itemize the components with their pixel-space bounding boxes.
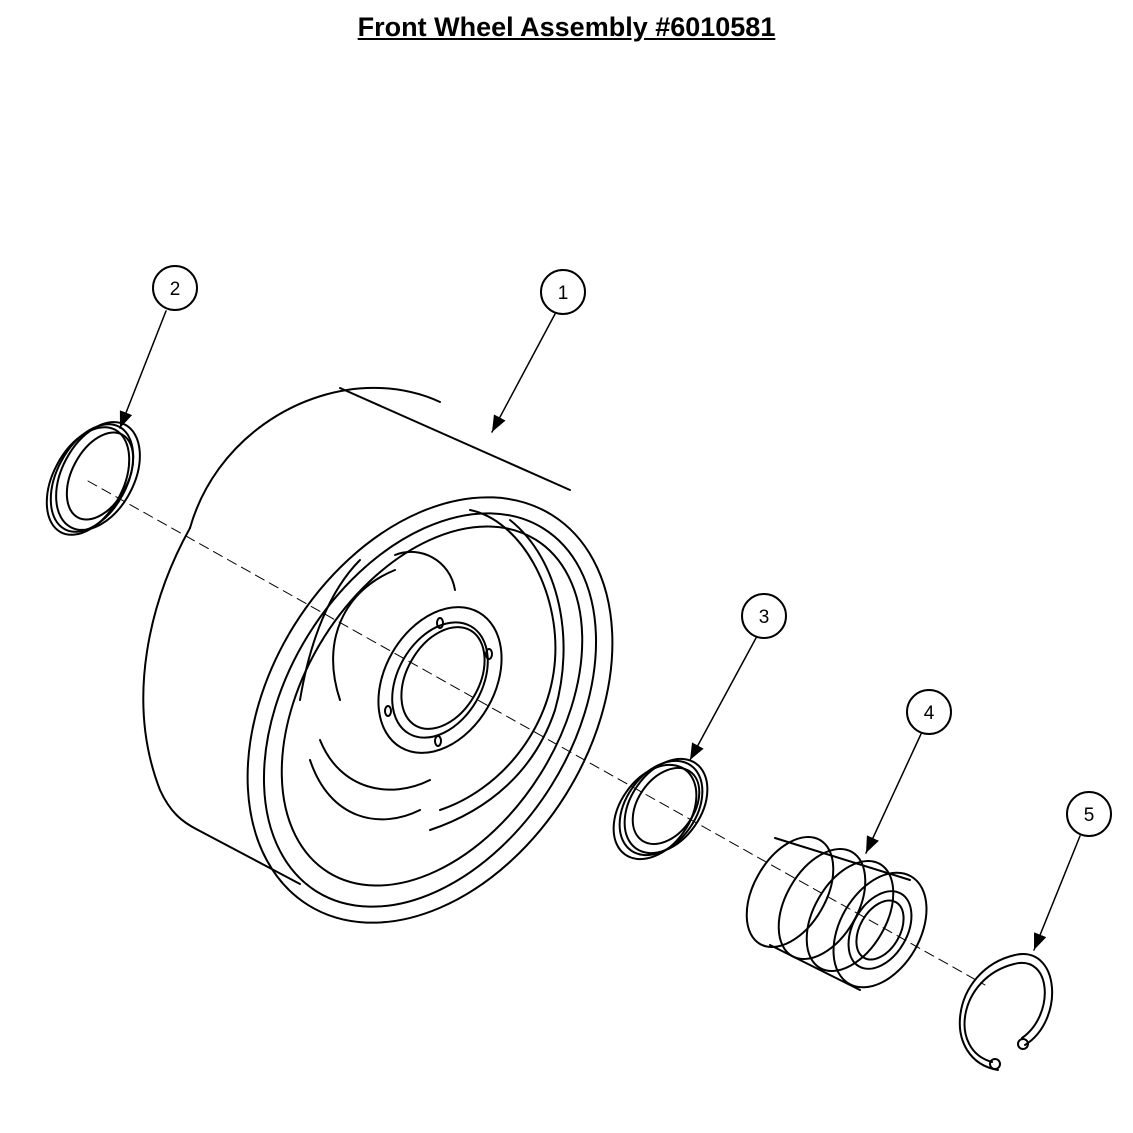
hub-bolt-hole [436,617,444,629]
callout-balloon-2 [152,265,198,311]
callout-label-5: 5 [1084,805,1095,826]
callout-label-2: 2 [170,279,181,300]
callout-4-group: 4 [865,689,952,854]
retaining-ring-part-5 [958,953,1054,1071]
callout-balloon-4 [906,689,952,735]
wheel-part-1 [142,386,614,924]
seal-ring-part-2 [45,421,141,536]
callout-label-4: 4 [924,703,935,724]
callout-balloon-3 [741,593,787,639]
callout-5-group: 5 [1033,791,1112,951]
hub-bolt-hole [434,735,442,747]
spacer-ring-part-3 [612,757,709,861]
bearing-part-4 [745,836,928,991]
callout-label-1: 1 [558,283,569,304]
callout-3-group: 3 [689,593,787,761]
callout-1-group: 1 [491,269,586,433]
callout-2-group: 2 [119,265,198,429]
assembly-centerline [87,480,986,986]
callout-balloon-1 [540,269,586,315]
hub-bolt-hole [384,705,392,717]
callout-label-3: 3 [759,607,770,628]
diagram-title: Front Wheel Assembly #6010581 [357,12,776,42]
callout-balloon-5 [1066,791,1112,837]
hub-bolt-hole [485,648,493,660]
